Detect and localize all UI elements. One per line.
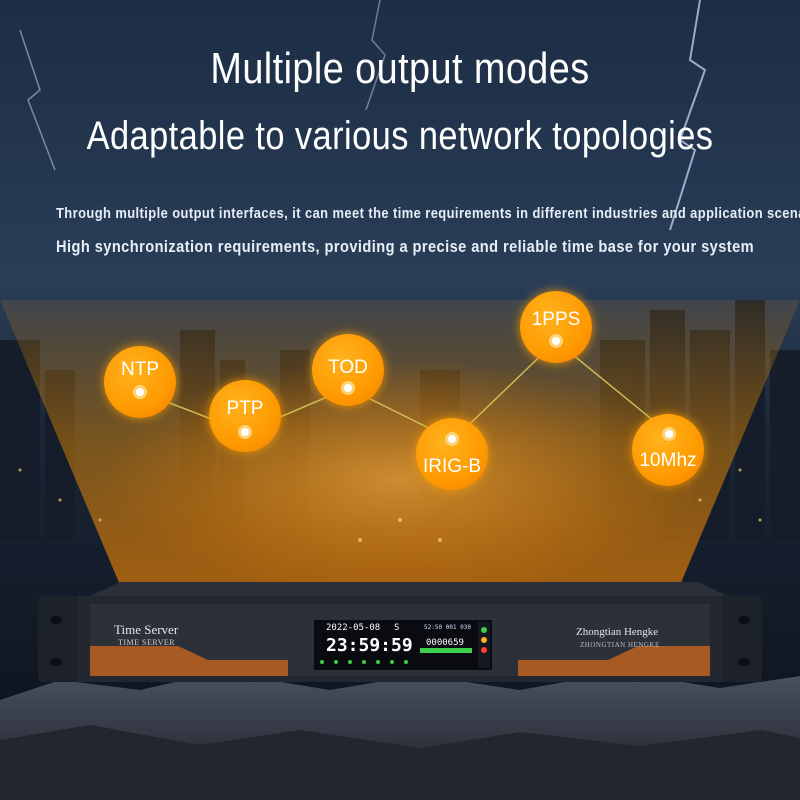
- device-brand: Zhongtian Hengke: [576, 626, 659, 638]
- device-chassis: [38, 582, 762, 682]
- connector-dot-icon: [133, 385, 147, 399]
- node-label: TOD: [328, 357, 368, 378]
- node-label: 1PPS: [531, 309, 581, 330]
- node-label: NTP: [121, 359, 159, 380]
- description-line-1: Through multiple output interfaces, it c…: [56, 205, 800, 222]
- node-label: PTP: [226, 398, 264, 419]
- description-line-2: High synchronization requirements, provi…: [56, 237, 755, 256]
- display-day: S: [394, 623, 400, 633]
- connector-dot-icon: [662, 427, 676, 441]
- headline: Multiple output modes: [210, 44, 590, 93]
- device-title: Time Server: [114, 622, 179, 637]
- display-time: 23:59:59: [326, 635, 413, 656]
- connector-dot-icon: [445, 432, 459, 446]
- node-irig-b: IRIG-B: [416, 418, 488, 490]
- node-ptp: PTP: [209, 380, 281, 452]
- connector-dot-icon: [341, 381, 355, 395]
- node-tod: TOD: [312, 334, 384, 406]
- connector-dot-icon: [549, 334, 563, 348]
- node-10mhz: 10Mhz: [632, 414, 704, 486]
- node-label: 10Mhz: [639, 450, 697, 471]
- time-server-device: Time Server TIME SERVER Zhongtian Hengke…: [38, 582, 762, 682]
- display-readout: 52:50 001 030: [424, 624, 471, 631]
- connector-dot-icon: [238, 425, 252, 439]
- display-counter: 0000659: [426, 638, 464, 648]
- display-date: 2022-05-08: [326, 623, 381, 633]
- node-1pps: 1PPS: [520, 291, 592, 363]
- subheadline: Adaptable to various network topologies: [86, 114, 714, 158]
- node-label: IRIG-B: [422, 456, 482, 477]
- device-brand-sub: ZHONGTIAN HENGKE: [580, 641, 660, 649]
- node-ntp: NTP: [104, 346, 176, 418]
- device-subtitle: TIME SERVER: [118, 638, 176, 647]
